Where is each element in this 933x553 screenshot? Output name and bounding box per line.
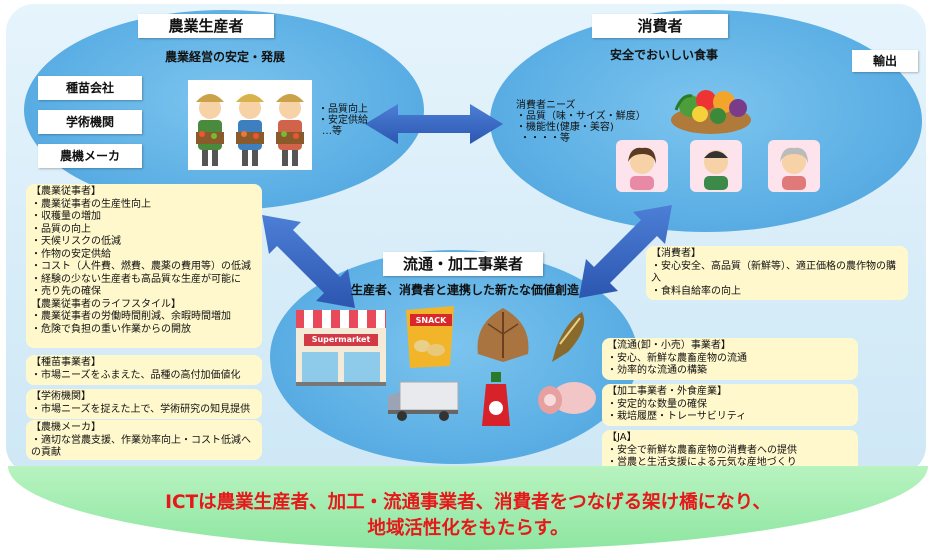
bottom-message-line2: 地域活性化をもたらす。 xyxy=(367,518,569,539)
vegetable-basket-illustration xyxy=(666,76,756,136)
note-ja: 【JA】 安全で新鮮な農畜産物の消費者への提供 営農と生活支援による元気な産地づ… xyxy=(602,430,858,472)
note-item: 天候リスクの低減 xyxy=(31,236,257,249)
dried-fish-illustration xyxy=(470,304,536,366)
export-label: 輸出 xyxy=(852,50,918,72)
note-item: 作物の安定供給 xyxy=(31,249,257,262)
side-box-academic: 学術機関 xyxy=(38,110,142,134)
note-item: 品質の向上 xyxy=(31,224,257,237)
note-item: 農業従事者の生産性向上 xyxy=(31,199,257,212)
note-item: 営農と生活支援による元気な産地づくり xyxy=(607,457,853,470)
note-item: 市場ニーズをふまえた、品種の高付加価値化 xyxy=(31,370,257,383)
note-item: 安全で新鮮な農畜産物の消費者への提供 xyxy=(607,445,853,458)
note-item: 農業従事者の労働時間削減、余暇時間増加 xyxy=(31,311,257,324)
note-title: 【農業従事者のライフスタイル】 xyxy=(31,298,181,310)
farmers-subtitle: 農業経営の安定・発展 xyxy=(164,50,285,64)
note-item: 経験の少ない生産者も高品質な生産が可能に xyxy=(31,274,257,287)
note-title: 【流通(卸・小売）事業者】 xyxy=(607,340,731,351)
note-item: 食料自給率の向上 xyxy=(651,286,903,299)
note-item: 効率的な流通の構築 xyxy=(607,365,853,378)
note-consumers: 【消費者】 安心安全、高品質（新鮮等）、適正価格の農作物の購入 食料自給率の向上 xyxy=(646,246,908,300)
snack-label: SNACK xyxy=(415,316,447,325)
note-seed-companies: 【種苗事業者】 市場ニーズをふまえた、品種の高付加価値化 xyxy=(26,355,262,385)
note-title: 【消費者】 xyxy=(651,248,701,259)
farmers-illustration xyxy=(188,80,312,170)
needs-item: 品質（味・サイズ・鮮度） xyxy=(516,111,656,122)
note-title: 【農機メーカ】 xyxy=(31,422,101,433)
note-item: 栽培履歴・トレーサビリティ xyxy=(607,411,853,424)
benefit-item: …等 xyxy=(322,126,342,137)
bottom-message-line1: ICTは農業生産者、加工・流通事業者、消費者をつなげる架け橋になり、 xyxy=(165,492,771,513)
benefit-item: 品質向上 xyxy=(318,104,388,115)
distributors-subtitle: 生産者、消費者と連携した新たな価値創造 xyxy=(350,283,579,297)
note-machinery: 【農機メーカ】 適切な営農支援、作業効率向上・コスト低減への貢献 xyxy=(26,420,262,460)
note-processing: 【加工事業者・外食産業】 安定的な数量の確保 栽培履歴・トレーサビリティ xyxy=(602,384,858,426)
arrow-consumers-distributors xyxy=(579,205,672,298)
note-item: 適切な営農支援、作業効率向上・コスト低減への貢献 xyxy=(31,435,257,460)
note-item: 売り先の確保 xyxy=(31,286,257,299)
note-item: 安心、新鮮な農畜産物の流通 xyxy=(607,353,853,366)
side-box-machinery: 農機メーカ xyxy=(38,144,142,168)
note-item: コスト（人件費、燃費、農薬の費用等）の低減 xyxy=(31,261,257,274)
distributors-title: 流通・加工事業者 xyxy=(383,252,543,276)
ketchup-illustration xyxy=(480,372,512,430)
needs-item: ・・・・等 xyxy=(520,133,570,144)
ham-illustration xyxy=(534,374,598,422)
supermarket-illustration: Supermarket xyxy=(296,310,386,386)
snack-bag-illustration: SNACK xyxy=(402,306,458,368)
note-title: 【農業従事者】 xyxy=(31,186,101,197)
note-distribution: 【流通(卸・小売）事業者】 安心、新鮮な農畜産物の流通 効率的な流通の構築 xyxy=(602,338,858,380)
truck-illustration xyxy=(388,378,460,424)
note-item: 市場ニーズを捉えた上で、学術研究の知見提供 xyxy=(31,404,257,417)
note-item: 危険で負担の重い作業からの開放 xyxy=(31,324,257,337)
supermarket-sign: Supermarket xyxy=(311,335,371,344)
side-box-seed-company: 種苗会社 xyxy=(38,76,142,100)
consumer-elder-icon xyxy=(768,140,820,192)
arrow-farmers-distributors xyxy=(262,215,355,308)
note-item: 安定的な数量の確保 xyxy=(607,399,853,412)
note-item: 収穫量の増加 xyxy=(31,211,257,224)
farmers-benefits: 品質向上 安定供給 …等 xyxy=(318,104,388,137)
consumer-woman-icon xyxy=(616,140,668,192)
farmers-title: 農業生産者 xyxy=(138,14,274,38)
needs-item: 機能性(健康・美容) xyxy=(516,122,656,133)
arrow-farmers-consumers xyxy=(365,104,503,144)
consumers-subtitle: 安全でおいしい食事 xyxy=(609,48,718,62)
consumer-needs-title: 消費者ニーズ xyxy=(516,100,576,111)
consumers-title: 消費者 xyxy=(592,14,728,38)
consumer-needs: 消費者ニーズ 品質（味・サイズ・鮮度） 機能性(健康・美容) ・・・・等 xyxy=(516,100,656,144)
note-farm-workers: 【農業従事者】 農業従事者の生産性向上 収穫量の増加 品質の向上 天候リスクの低… xyxy=(26,184,262,348)
note-title: 【加工事業者・外食産業】 xyxy=(607,386,727,397)
benefit-item: 安定供給 xyxy=(318,115,388,126)
note-title: 【JA】 xyxy=(607,432,637,443)
note-title: 【学術機関】 xyxy=(31,391,91,402)
note-academic: 【学術機関】 市場ニーズを捉えた上で、学術研究の知見提供 xyxy=(26,389,262,419)
note-item: 安心安全、高品質（新鮮等）、適正価格の農作物の購入 xyxy=(651,261,903,286)
consumer-man-icon xyxy=(690,140,742,192)
fish-illustration xyxy=(546,308,590,364)
note-title: 【種苗事業者】 xyxy=(31,357,101,368)
